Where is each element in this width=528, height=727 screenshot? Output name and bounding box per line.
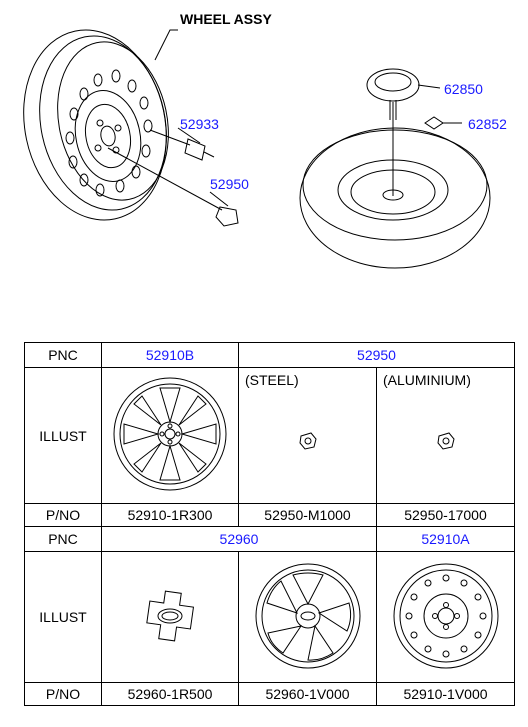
assembly-title: WHEEL ASSY — [180, 11, 272, 27]
spacer-tag-drawing — [424, 116, 444, 130]
aluminium-nut-icon — [437, 432, 455, 450]
callout-52933[interactable]: 52933 — [180, 116, 219, 132]
illust-steel-wheel — [376, 551, 515, 683]
aluminium-label: (ALUMINIUM) — [383, 372, 471, 388]
steel-label: (STEEL) — [245, 372, 299, 388]
illust-alloy-wheel-5spoke — [238, 551, 377, 683]
wheel-stud-drawing — [149, 129, 215, 161]
wheel-nut-drawing — [107, 147, 239, 227]
pno-52960-1r500: 52960-1R500 — [101, 682, 239, 706]
pnc-52910a[interactable]: 52910A — [376, 526, 515, 552]
callout-52950[interactable]: 52950 — [210, 176, 249, 192]
parts-table: PNC 52910B 52950 ILLUST — [24, 342, 515, 706]
illust-steel-nut: (STEEL) — [238, 367, 377, 504]
pno-52960-1v000: 52960-1V000 — [238, 682, 377, 706]
pnc-52950[interactable]: 52950 — [238, 342, 515, 368]
steel-wheel-drawing — [23, 29, 169, 221]
row-label-pno: P/NO — [24, 503, 102, 527]
illust-center-cap — [101, 551, 239, 683]
row-label-illust-2: ILLUST — [24, 551, 102, 683]
pnc-52960[interactable]: 52960 — [101, 526, 377, 552]
illust-aluminium-nut: (ALUMINIUM) — [376, 367, 515, 504]
exploded-diagram — [23, 29, 491, 269]
five-spoke-wheel-icon — [255, 563, 360, 668]
pnc-52910b[interactable]: 52910B — [101, 342, 239, 368]
row-label-illust: ILLUST — [24, 367, 102, 504]
pno-52950-m1000: 52950-M1000 — [238, 503, 377, 527]
row-label-pno-2: P/NO — [24, 682, 102, 706]
alloy-wheel-icon — [113, 377, 227, 491]
callout-62850[interactable]: 62850 — [444, 81, 483, 97]
row-label-pnc: PNC — [24, 342, 102, 368]
steel-nut-icon — [299, 432, 317, 450]
center-cap-icon — [146, 590, 195, 641]
pno-52910-1r300: 52910-1R300 — [101, 503, 239, 527]
pno-52910-1v000: 52910-1V000 — [376, 682, 515, 706]
row-label-pnc-2: PNC — [24, 526, 102, 552]
pno-52950-17000: 52950-17000 — [376, 503, 515, 527]
illust-alloy-wheel-8spoke — [101, 367, 239, 504]
callout-62852[interactable]: 62852 — [468, 116, 507, 132]
steel-wheel-icon — [393, 563, 498, 668]
spare-tire-drawing — [299, 102, 491, 269]
